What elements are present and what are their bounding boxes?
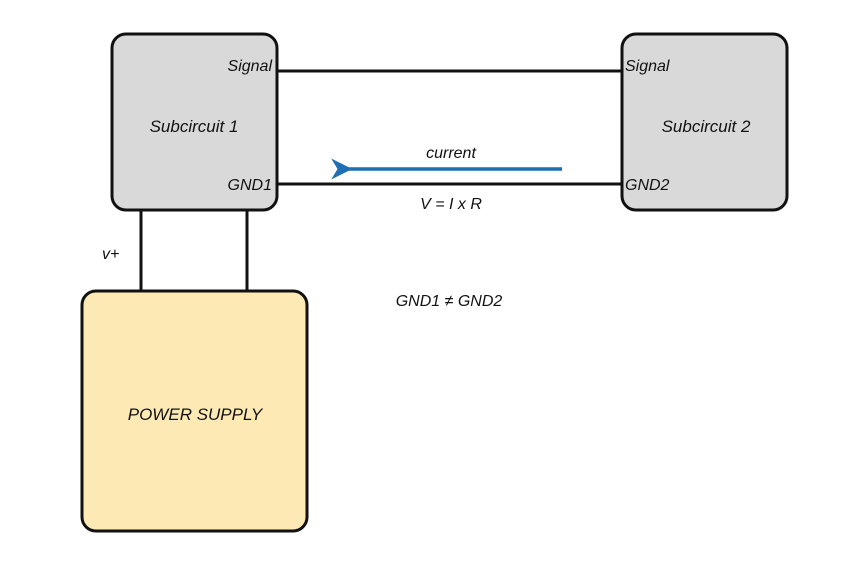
subcircuit-2-title: Subcircuit 2	[662, 117, 751, 136]
current-label: current	[426, 145, 476, 162]
ground-inequality-note: GND1 ≠ GND2	[396, 293, 503, 310]
vplus-label: v+	[102, 246, 119, 263]
subcircuit-1-signal-port: Signal	[228, 58, 273, 75]
subcircuit-2-box	[620, 32, 789, 212]
subcircuit-1-block[interactable]: Subcircuit 1 Signal GND1	[110, 32, 279, 212]
subcircuit-2-block[interactable]: Subcircuit 2 Signal GND2	[620, 32, 789, 212]
ohms-law-label: V = I x R	[420, 196, 482, 213]
power-supply-block[interactable]: POWER SUPPLY	[80, 289, 309, 533]
power-supply-title: POWER SUPPLY	[128, 405, 264, 424]
subcircuit-1-box	[110, 32, 279, 212]
subcircuit-1-gnd-port: GND1	[228, 177, 272, 194]
power-supply-box	[80, 289, 309, 533]
subcircuit-1-title: Subcircuit 1	[150, 117, 239, 136]
subcircuit-2-gnd-port: GND2	[625, 177, 670, 194]
subcircuit-2-signal-port: Signal	[625, 58, 670, 75]
